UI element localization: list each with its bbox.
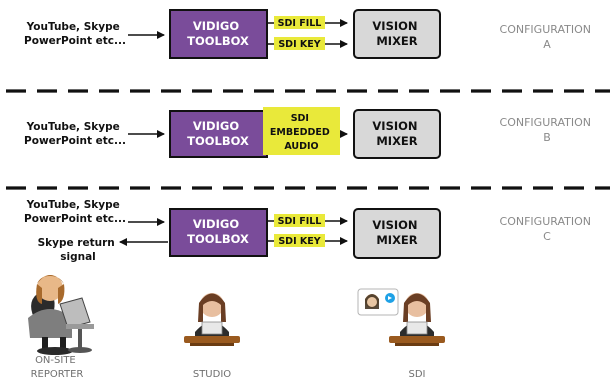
configuration-a: YouTube, Skype PowerPoint etc... VIDIGO … [24, 9, 595, 59]
vidigo-toolbox-box [169, 110, 268, 158]
toolbox-label: VIDIGO TOOLBOX [187, 119, 249, 148]
figure-caption: SDI [409, 369, 426, 380]
figure-caption: STUDIO [193, 369, 231, 380]
vidigo-toolbox-box [169, 208, 268, 257]
vision-mixer-box [353, 9, 441, 59]
toolbox-label: VIDIGO TOOLBOX [187, 19, 249, 48]
sdi-key-label: SDI KEY [278, 39, 320, 50]
source-label: YouTube, Skype PowerPoint etc... [24, 199, 126, 225]
sdi-fill-label: SDI FILL [278, 216, 322, 227]
on-site-reporter-icon [28, 275, 94, 355]
sdi-embedded-audio-block [263, 107, 340, 155]
configuration-c: YouTube, Skype PowerPoint etc... Skype r… [24, 199, 595, 263]
sdi-key-label: SDI KEY [278, 236, 320, 247]
configuration-label: CONFIGURATION A [500, 23, 595, 51]
sdi-fill-label-bg [274, 16, 325, 29]
toolbox-label: VIDIGO TOOLBOX [187, 217, 249, 246]
sdi-fill-label: SDI FILL [278, 18, 322, 29]
vision-mixer-label: VISION MIXER [372, 218, 421, 247]
configuration-b: YouTube, Skype PowerPoint etc... VIDIGO … [24, 107, 595, 159]
sdi-presenter-icon [357, 288, 445, 346]
vision-mixer-box [353, 208, 441, 259]
sdi-embedded-audio-label: SDI EMBEDDED AUDIO [270, 113, 333, 152]
sdi-fill-label-bg [274, 214, 325, 227]
vision-mixer-label: VISION MIXER [372, 19, 421, 48]
figure-caption: ON-SITE REPORTER [31, 355, 84, 380]
return-label: Skype return signal [38, 237, 119, 263]
studio-presenter-icon [184, 293, 240, 346]
vision-mixer-box [353, 109, 441, 159]
configuration-label: CONFIGURATION B [500, 116, 595, 144]
sdi-key-label-bg [274, 37, 325, 50]
configuration-label: CONFIGURATION C [500, 215, 595, 243]
sdi-key-label-bg [274, 234, 325, 247]
vidigo-toolbox-box [169, 9, 268, 59]
source-label: YouTube, Skype PowerPoint etc... [24, 121, 126, 147]
source-label: YouTube, Skype PowerPoint etc... [24, 21, 126, 47]
vision-mixer-label: VISION MIXER [372, 119, 421, 148]
